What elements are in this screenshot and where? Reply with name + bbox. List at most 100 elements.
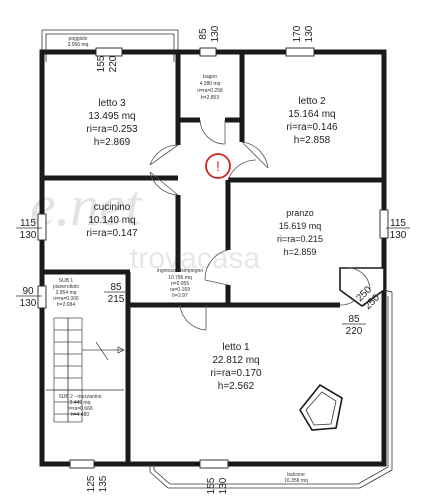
- dimension-d8: 85 220: [342, 314, 366, 337]
- dim9-top: 125: [86, 475, 97, 492]
- dimension-d7: 85 215: [104, 282, 128, 305]
- bagno-ratio: ri=ra=0.258: [197, 88, 223, 94]
- sub2-name: SUB 2 - mezzanino: [58, 394, 101, 400]
- cucinino-ratio: ri=ra=0.147: [86, 228, 138, 239]
- letto2-ratio: ri=ra=0.146: [286, 122, 338, 133]
- room-ingresso: ingresso-disimpegno 10.786 mq ri=0.055 r…: [157, 268, 203, 299]
- pranzo-ratio: ri=ra=0.215: [277, 234, 323, 244]
- window-stair: [37, 285, 47, 309]
- room-sub2: SUB 2 - mezzanino 2.449 mq ri=ra=0.666 h…: [58, 394, 101, 418]
- letto3-height: h=2.869: [94, 137, 131, 148]
- letto1-name: letto 1: [222, 342, 250, 353]
- poggiolo-name: poggiolo: [69, 36, 88, 42]
- bagno-area-value: 4.280 mq: [200, 81, 221, 87]
- letto2-height: h=2.858: [294, 135, 331, 146]
- sub1-name: SUB 1: [59, 278, 74, 284]
- dim6-bottom: 130: [20, 298, 37, 309]
- room-pranzo: pranzo 15.619 mq ri=ra=0.215 h=2.859: [277, 208, 323, 257]
- dimension-d1: 155 220: [96, 55, 119, 72]
- bagno-height: h=2.853: [201, 95, 219, 101]
- dim7-top: 85: [110, 282, 122, 293]
- letto3-name: letto 3: [98, 98, 126, 109]
- warning-marker[interactable]: !: [205, 153, 231, 179]
- dimension-d9: 125 135: [86, 475, 109, 492]
- window-bagno: [199, 47, 217, 57]
- dim6-top: 90: [22, 286, 34, 297]
- letto1-area-value: 22.812 mq: [212, 355, 259, 366]
- ingresso-height: h=2.97: [172, 293, 188, 299]
- room-letto1: letto 1 22.812 mq ri=ra=0.170 h=2.562: [210, 342, 262, 392]
- dim3-top: 170: [292, 25, 303, 42]
- letto2-area-value: 15.164 mq: [288, 109, 335, 120]
- sub1-height: h=2.684: [57, 302, 75, 308]
- dimension-d10: 155 130: [206, 477, 229, 494]
- letto1-ratio: ri=ra=0.170: [210, 368, 262, 379]
- poggiolo-area: poggiolo 3.956 mq: [41, 29, 179, 62]
- watermark-center: trovacasa: [130, 242, 260, 275]
- letto1-bay: [299, 383, 343, 431]
- cucinino-name: cucinino: [94, 202, 131, 213]
- dim5-bottom: 130: [390, 230, 407, 241]
- dim4-bottom: 130: [20, 230, 37, 241]
- bagno-name: bagno: [203, 74, 217, 80]
- dim10-bottom: 130: [218, 477, 229, 494]
- dim2-top: 85: [198, 28, 209, 40]
- dim3-bottom: 130: [304, 25, 315, 42]
- room-letto2: letto 2 15.164 mq ri=ra=0.146 h=2.858: [286, 96, 338, 146]
- room-letto3: letto 3 13.495 mq ri=ra=0.253 h=2.869: [86, 98, 138, 148]
- room-sub1: SUB 1 pianerottolo 2.954 mq ri=ra=0.306 …: [53, 278, 79, 308]
- dimension-d6: 90 130: [16, 286, 42, 309]
- balcone-area: balcone 16.356 mq: [149, 289, 393, 489]
- balcone-name: balcone: [287, 472, 305, 478]
- sub1-ratio: ri=ra=0.306: [53, 296, 79, 302]
- letto3-area-value: 13.495 mq: [88, 111, 135, 122]
- dim5-top: 115: [390, 218, 406, 229]
- window-sub2: [69, 459, 95, 469]
- dim7-bottom: 215: [108, 294, 125, 305]
- dim10-top: 155: [206, 477, 217, 494]
- dim1-bottom: 220: [108, 55, 119, 72]
- interior-walls: [42, 52, 384, 464]
- warning-marker-ring: [205, 153, 231, 179]
- cucinino-area-value: 10.140 mq: [88, 215, 135, 226]
- poggiolo-area-value: 3.956 mq: [68, 42, 89, 48]
- sub2-ratio: ri=ra=0.666: [67, 406, 93, 412]
- window-letto3: [95, 47, 123, 57]
- room-bagno: bagno 4.280 mq ri=ra=0.258 h=2.853: [197, 74, 223, 101]
- window-letto1: [199, 459, 229, 469]
- dim2-bottom: 130: [210, 25, 221, 42]
- dimension-d3: 170 130: [292, 25, 315, 42]
- window-cucinino: [37, 213, 47, 241]
- dimension-d5: 115 130: [386, 218, 410, 241]
- dimension-d4: 115 130: [16, 218, 42, 241]
- letto3-ratio: ri=ra=0.253: [86, 124, 138, 135]
- letto2-name: letto 2: [298, 96, 326, 107]
- window-letto2: [285, 47, 315, 57]
- dim8-top: 85: [348, 314, 360, 325]
- dim9-bottom: 135: [98, 475, 109, 492]
- ingresso-area-value: 10.786 mq: [168, 275, 192, 281]
- sub2-area-value: 2.449 mq: [70, 400, 91, 406]
- dim4-top: 115: [20, 218, 36, 229]
- balcone-area-value: 16.356 mq: [284, 478, 308, 484]
- stairs: [53, 317, 125, 423]
- dim8-bottom: 220: [346, 326, 363, 337]
- dim1-top: 155: [96, 55, 107, 72]
- pranzo-corner-bay: [339, 267, 385, 307]
- ingresso-name: ingresso-disimpegno: [157, 268, 203, 274]
- watermark-left: e.net: [30, 173, 143, 238]
- room-cucinino: cucinino 10.140 mq ri=ra=0.147: [86, 202, 138, 239]
- doors: [149, 119, 363, 331]
- windows: [37, 47, 389, 469]
- sub1-sub: pianerottolo: [53, 284, 79, 290]
- window-pranzo: [379, 209, 389, 239]
- pranzo-area-value: 15.619 mq: [279, 221, 322, 231]
- pranzo-height: h=2.859: [284, 247, 317, 257]
- ingresso-ratio1: ri=0.055: [171, 281, 189, 287]
- ingresso-ratio2: ra=0.169: [170, 287, 190, 293]
- sub2-height: h=4.480: [71, 412, 89, 418]
- dimension-d2: 85 130: [198, 25, 221, 42]
- pranzo-name: pranzo: [286, 208, 314, 218]
- sub1-area-value: 2.954 mq: [56, 290, 77, 296]
